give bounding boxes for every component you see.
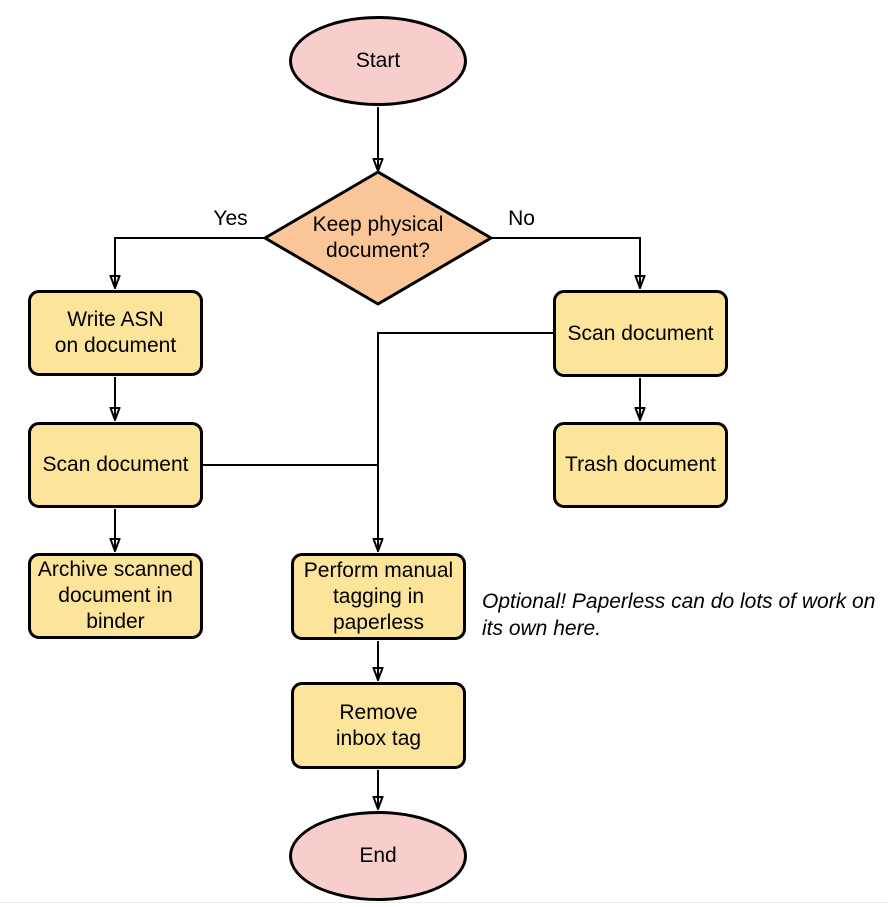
node-tagging-label: Perform manual tagging in paperless <box>303 558 454 634</box>
edge-label-yes: Yes <box>213 207 248 230</box>
node-scan-left-label: Scan document <box>42 453 189 476</box>
node-end-label: End <box>359 844 397 867</box>
node-start: Start <box>289 16 467 106</box>
node-start-label: Start <box>355 49 401 72</box>
node-scan-right-label: Scan document <box>567 321 714 345</box>
node-trash-label: Trash document <box>565 453 716 476</box>
edge-label-no: No <box>508 207 535 230</box>
node-trash-document: Trash document <box>553 422 728 508</box>
edge-decision-yes-to-write-asn <box>115 237 265 287</box>
node-archive-binder: Archive scanned document in binder <box>28 553 203 639</box>
node-remove-inbox-label: Remove inbox tag <box>335 700 422 750</box>
bottom-window-edge <box>0 902 888 903</box>
node-archive-label: Archive scanned document in binder <box>37 558 194 633</box>
node-scan-document-left: Scan document <box>28 422 203 508</box>
node-end: End <box>289 811 467 901</box>
node-write-asn: Write ASN on document <box>28 290 203 376</box>
node-write-asn-label: Write ASN on document <box>54 308 177 357</box>
edge-scan-right-to-tagging <box>378 332 553 550</box>
node-scan-document-right: Scan document <box>553 290 728 377</box>
node-decision: Keep physical document? <box>263 170 493 306</box>
optional-note: Optional! Paperless can do lots of work … <box>482 590 876 640</box>
edge-decision-no-to-scan-right <box>491 237 640 287</box>
node-manual-tagging: Perform manual tagging in paperless <box>291 553 466 640</box>
diamond-shape <box>263 170 493 306</box>
node-remove-inbox-tag: Remove inbox tag <box>291 682 466 769</box>
node-decision-label: Keep physical document? <box>312 213 444 262</box>
